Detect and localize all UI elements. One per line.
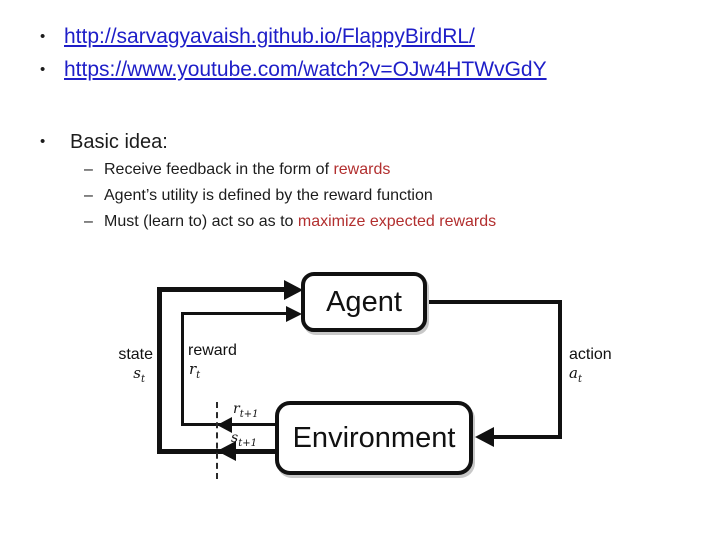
dash-icon: – [84,213,93,230]
next-state-arrowhead-icon [217,441,236,461]
action-label: action [569,346,612,363]
list-item: – Receive feedback in the form of reward… [84,160,390,180]
state-label: state [118,346,153,363]
youtube-video-link[interactable]: https://www.youtube.com/watch?v=OJw4HTWv… [64,58,547,81]
state-line-bottom [157,449,275,454]
agent-box: Agent [301,272,427,332]
list-item: – Must (learn to) act so as to maximize … [84,212,496,232]
action-line-vertical [558,300,562,439]
bullet-text: Must (learn to) act so as to maximize ex… [104,213,497,230]
bullet-text: Agent’s utility is defined by the reward… [104,187,433,204]
state-line-top [157,287,287,292]
dash-icon: – [84,161,93,178]
action-arrowhead-icon [475,427,494,447]
reward-symbol: rt [189,360,201,381]
bullet-icon: • [40,61,46,78]
environment-box-label: Environment [292,421,456,454]
basic-idea-heading-row: • Basic idea: [40,130,168,154]
highlight-text: rewards [333,161,391,178]
action-symbol: at [569,364,582,385]
reward-line-bottom [181,423,275,426]
bullet-text: Receive feedback in the form of rewards [104,161,391,178]
reward-arrowhead-icon [286,306,302,322]
agent-box-label: Agent [326,285,402,318]
link-list-item: • https://www.youtube.com/watch?v=OJw4HT… [40,57,547,82]
state-line-vertical [157,287,162,453]
state-symbol: st [133,364,145,385]
bullet-icon: • [40,28,46,45]
link-list-item: • http://sarvagyavaish.github.io/FlappyB… [40,24,475,49]
flappybird-tutorial-link[interactable]: http://sarvagyavaish.github.io/FlappyBir… [64,25,475,48]
next-reward-symbol: rt+1 [233,401,259,420]
action-line-bottom [480,435,562,439]
reward-label: reward [188,342,237,359]
next-state-symbol: st+1 [231,430,257,449]
state-arrowhead-icon [284,280,303,300]
environment-box: Environment [275,401,473,475]
highlight-text: maximize expected rewards [297,213,497,230]
basic-idea-heading: Basic idea: [70,131,168,153]
reward-line-vertical [181,312,184,426]
time-boundary-dashed-line [216,402,218,479]
bullet-icon: • [40,133,46,150]
action-line-top [427,300,562,304]
dash-icon: – [84,187,93,204]
next-reward-arrowhead-icon [217,417,232,433]
list-item: – Agent’s utility is defined by the rewa… [84,186,433,206]
reward-line-top [181,312,287,315]
